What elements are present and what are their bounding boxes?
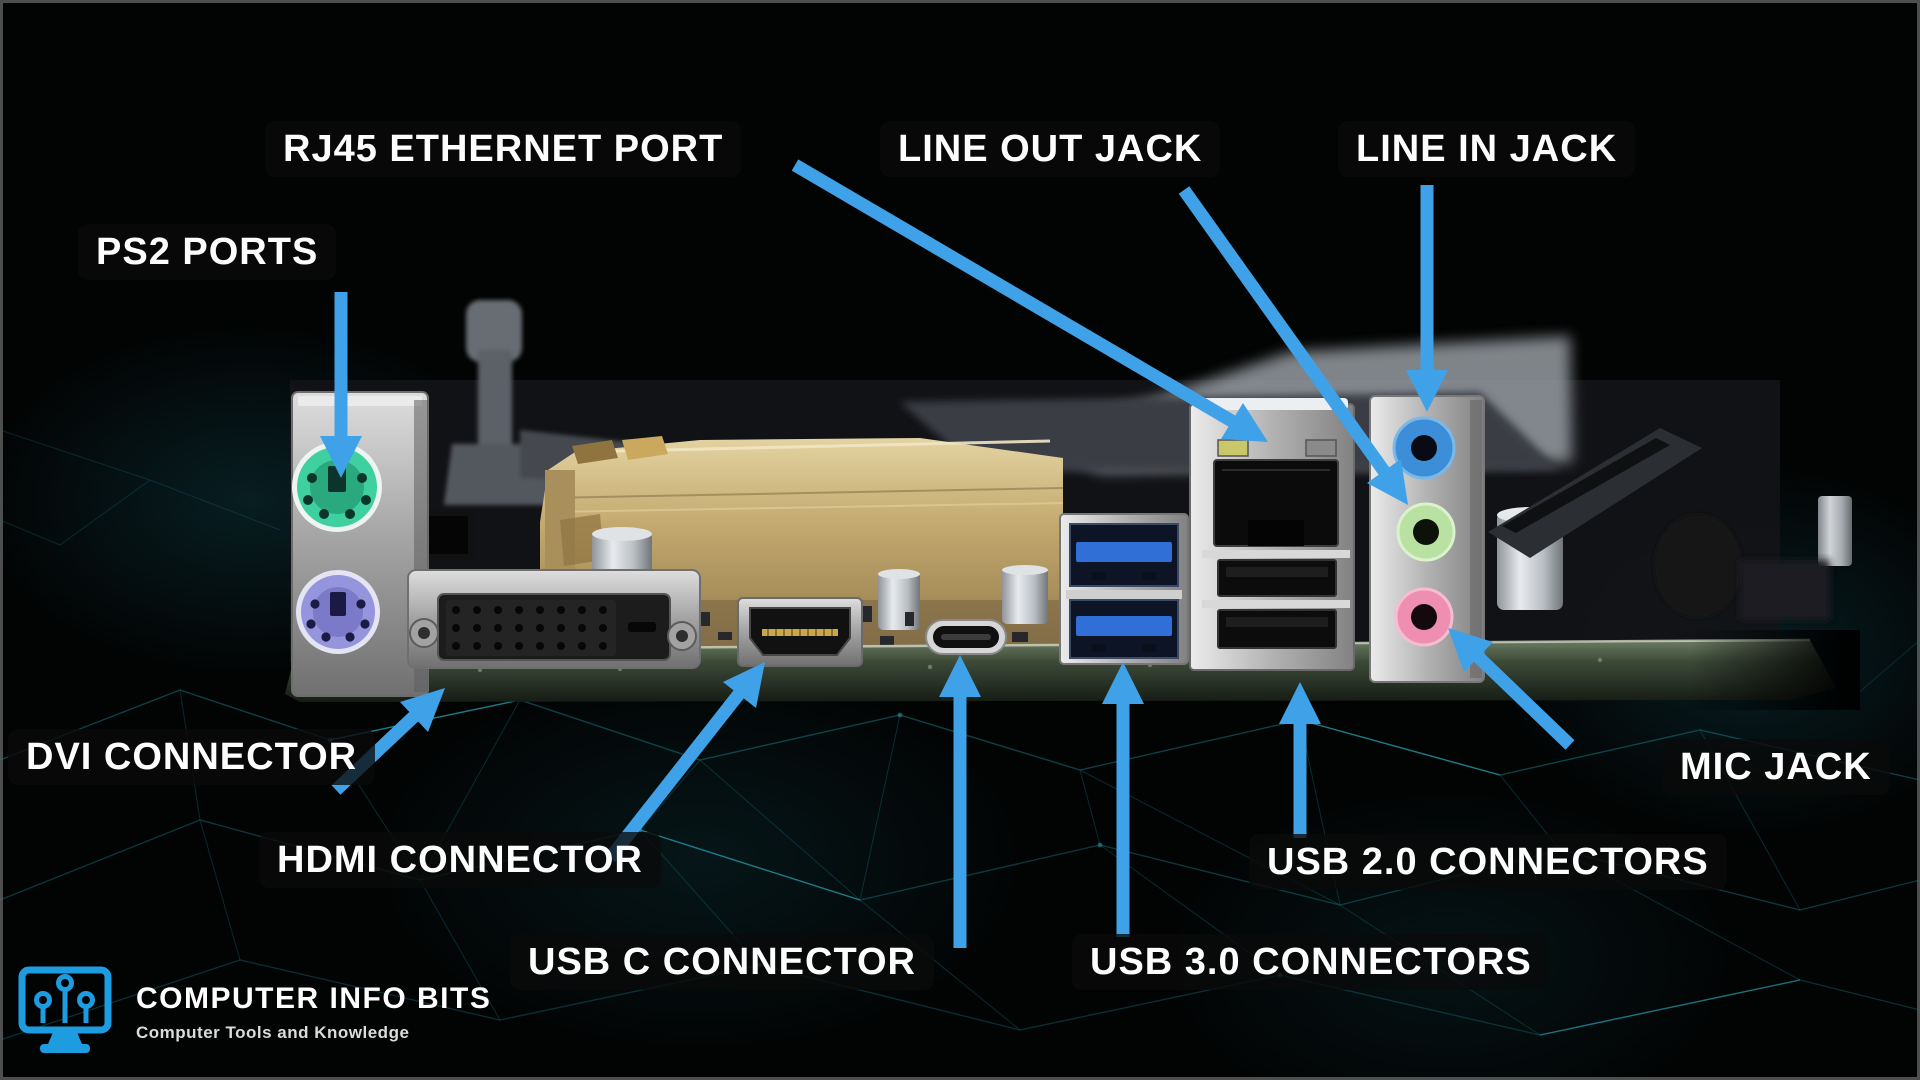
annotation-arrows bbox=[320, 159, 1575, 948]
rj45-port bbox=[1213, 439, 1339, 547]
label-usb-c-connector: USB C CONNECTOR bbox=[510, 934, 934, 990]
label-ps2-ports: PS2 PORTS bbox=[78, 224, 337, 280]
arrow-ps2 bbox=[320, 292, 362, 478]
mic-jack bbox=[1394, 587, 1454, 647]
usb3-ports bbox=[1059, 513, 1189, 665]
brand-logo: COMPUTER INFO BITS Computer Tools and Kn… bbox=[16, 964, 491, 1060]
audio-jack-bracket bbox=[1369, 395, 1485, 683]
computer-circuit-icon bbox=[18, 966, 112, 1053]
arrow-line-in bbox=[1406, 185, 1448, 412]
label-line-in-jack: LINE IN JACK bbox=[1338, 121, 1636, 177]
label-usb2-connectors: USB 2.0 CONNECTORS bbox=[1249, 834, 1727, 890]
ps2-mouse-port bbox=[292, 442, 382, 532]
arrow-hdmi bbox=[604, 662, 765, 863]
arrow-usb-c bbox=[939, 655, 981, 948]
label-dvi-connector: DVI CONNECTOR bbox=[8, 729, 376, 785]
usb2-port-1 bbox=[1217, 559, 1337, 597]
usb-c-port bbox=[925, 619, 1007, 655]
label-mic-jack: MIC JACK bbox=[1662, 739, 1890, 795]
line-in-jack bbox=[1392, 416, 1456, 480]
motherboard-photo bbox=[285, 300, 1860, 710]
arrow-rj45 bbox=[791, 159, 1268, 442]
plastic-latch bbox=[444, 300, 720, 505]
arrow-mic bbox=[1448, 628, 1575, 750]
label-hdmi-connector: HDMI CONNECTOR bbox=[259, 832, 661, 888]
logo-title: COMPUTER INFO BITS bbox=[136, 981, 492, 1015]
arrow-usb3 bbox=[1102, 662, 1144, 937]
dvi-port bbox=[407, 569, 701, 669]
arrow-line-out bbox=[1178, 186, 1408, 505]
label-rj45-ethernet-port: RJ45 ETHERNET PORT bbox=[265, 121, 742, 177]
ps2-keyboard-port bbox=[296, 570, 380, 654]
arrow-usb2 bbox=[1279, 682, 1321, 838]
label-line-out-jack: LINE OUT JACK bbox=[880, 121, 1221, 177]
hdmi-port bbox=[737, 597, 863, 667]
line-out-jack bbox=[1396, 502, 1456, 562]
label-usb3-connectors: USB 3.0 CONNECTORS bbox=[1072, 934, 1550, 990]
rj45-usb2-tower bbox=[1189, 398, 1355, 671]
logo-tagline: Computer Tools and Knowledge bbox=[136, 1022, 410, 1042]
pcie-slot bbox=[1488, 428, 1830, 620]
usb2-port-2 bbox=[1217, 609, 1337, 649]
